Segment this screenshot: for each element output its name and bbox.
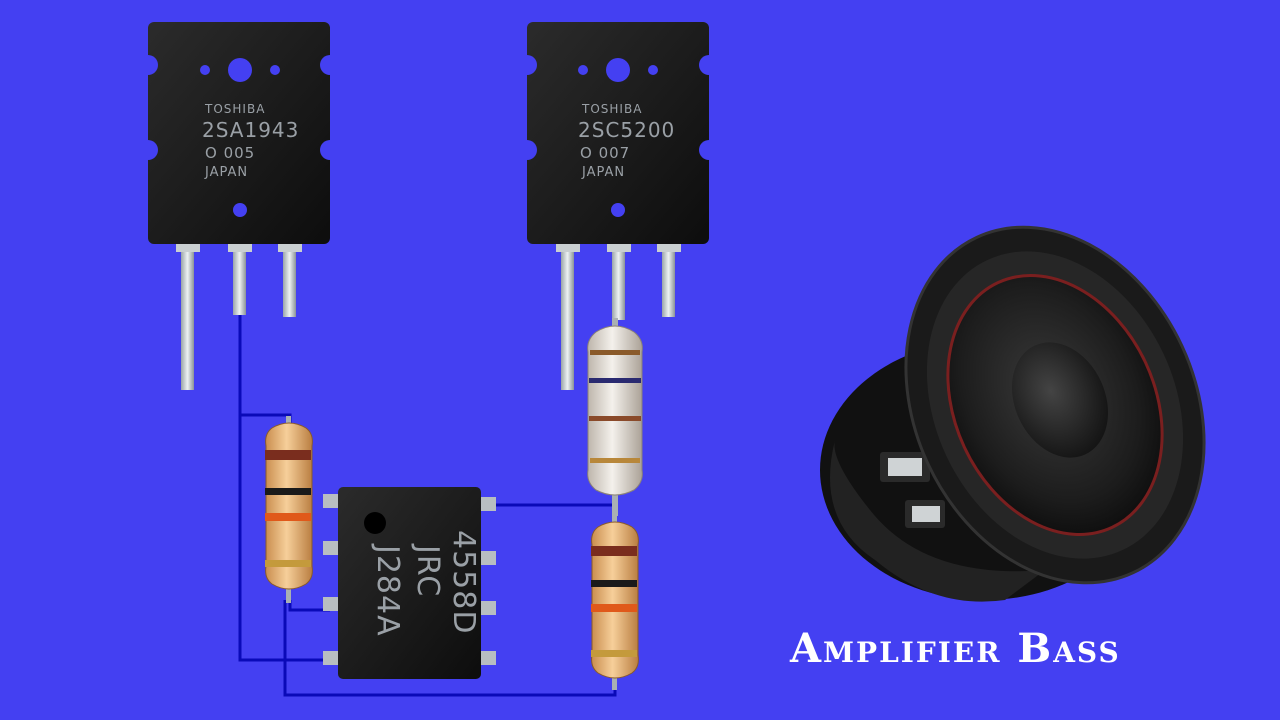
power-resistor-body bbox=[587, 325, 643, 496]
transistor-left-legs-left bbox=[181, 245, 194, 390]
resistor-left bbox=[265, 416, 313, 603]
transistor-right-body bbox=[527, 22, 709, 244]
transistor-right-code: O 007 bbox=[580, 144, 630, 162]
resistor-left-body bbox=[265, 422, 313, 590]
ic-4558d: 4558D JRC J284A bbox=[323, 487, 496, 679]
transistor-right-legs-right bbox=[662, 245, 675, 317]
ic-line2: JRC bbox=[410, 543, 445, 597]
transistor-right-part: 2SC5200 bbox=[578, 118, 675, 142]
transistor-left-legs-right bbox=[283, 245, 296, 317]
transistor-right: TOSHIBA 2SC5200 O 007 JAPAN bbox=[527, 22, 709, 390]
transistor-left-brand: TOSHIBA bbox=[204, 102, 265, 116]
transistor-left-part: 2SA1943 bbox=[202, 118, 299, 142]
transistor-left-legs-mid bbox=[233, 245, 246, 315]
ic-line1: 4558D bbox=[446, 530, 481, 634]
wire-left-transistor-to-ic bbox=[238, 310, 330, 662]
transistor-right-origin: JAPAN bbox=[581, 165, 625, 180]
transistor-right-brand: TOSHIBA bbox=[581, 102, 642, 116]
ic-line3: J284A bbox=[370, 543, 405, 637]
power-resistor bbox=[587, 318, 643, 516]
subwoofer-dust-cap bbox=[1011, 342, 1109, 458]
transistor-left: TOSHIBA 2SA1943 O 005 JAPAN bbox=[148, 22, 330, 390]
resistor-right bbox=[591, 510, 639, 690]
transistor-left-origin: JAPAN bbox=[204, 165, 248, 180]
subwoofer bbox=[820, 225, 1206, 602]
transistor-left-code: O 005 bbox=[205, 144, 255, 162]
wire-ic-output bbox=[490, 495, 617, 507]
transistor-right-legs-left bbox=[561, 245, 574, 390]
transistor-left-body bbox=[148, 22, 330, 244]
wire-ic-pin3 bbox=[288, 600, 330, 612]
title: Amplifier Bass bbox=[789, 625, 1121, 672]
transistor-right-legs-mid bbox=[612, 245, 625, 320]
ic-body bbox=[338, 487, 481, 679]
